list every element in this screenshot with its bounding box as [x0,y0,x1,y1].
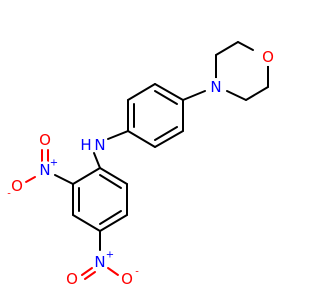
bond-morph-n-ring [182,90,206,101]
charge-nitro1-minus: - [7,189,11,200]
bond-ph2-double-c [99,174,122,189]
bond-nitro1-o-left [25,176,36,183]
bond-ph2-1 [72,167,101,185]
bond-ph2-6 [99,167,128,185]
atom-nitro1-oxygen-top: O [39,131,51,149]
atom-nitro1-oxygen-left: O [11,177,23,195]
bond-morph-c4-n [226,90,247,101]
bonds [25,41,269,280]
bond-ph1-4 [127,130,156,148]
bond-nitro2-o-right [107,267,119,276]
atom-nitro2-oxygen-left: O [66,270,78,288]
bond-nitro2-o-left [81,267,93,276]
atom-amine-nitrogen: N [94,136,105,154]
charge-nitro1-plus: + [50,158,58,169]
bond-ring-nh [107,130,129,140]
bond-ring-nitro1 [54,174,74,185]
bond-morph-c1-c2 [215,41,239,56]
bond-ph2-4 [99,214,128,232]
molecule-diagram: O N N H N + O O - N + O O - [7,41,277,288]
bond-nh-ring2 [93,152,101,169]
atom-nitro2-oxygen-right: O [121,270,133,288]
bond-morph-c2-o [237,41,254,51]
bond-ph1-5 [154,130,184,148]
atom-morpholine-nitrogen: N [210,78,221,96]
bond-ph1-double-a [154,90,178,105]
bond-ph1-1 [154,83,184,101]
atom-nitro1-nitrogen: N [39,161,50,179]
charge-nitro2-plus: + [106,250,114,261]
bond-morph-c3-c4 [245,86,269,101]
atom-nitro2-nitrogen: N [94,253,105,271]
bond-ph2-3 [72,214,101,232]
atoms: O N N H N + O O - N + O O - [7,48,277,288]
bond-ph1-double-c [154,126,178,141]
atom-amine-hydrogen: H [80,136,91,154]
atom-morpholine-oxygen: O [262,48,274,66]
bond-nitro2-o-left-2 [84,271,96,280]
charge-nitro2-minus: - [135,267,139,278]
bond-ph2-double-b [99,210,122,225]
bond-ph1-2 [127,83,156,101]
